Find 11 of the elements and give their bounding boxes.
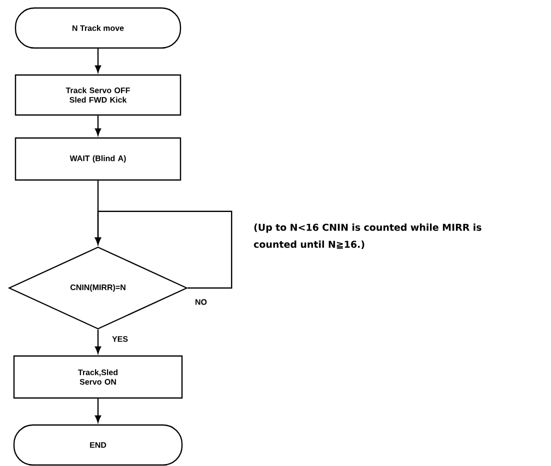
arrow [94, 398, 102, 423]
arrow [94, 48, 102, 73]
arrow [94, 330, 102, 354]
arrow [94, 210, 232, 289]
note: (Up to N<16 CNIN is counted while MIRR is counted until N≧16.) [254, 224, 482, 249]
process-box: Track,Sled Servo ON [13, 355, 183, 399]
edge-label: NO [194, 298, 208, 306]
process-box: WAIT (Blind A) [14, 137, 182, 181]
edge-label: YES [111, 335, 129, 343]
arrow [94, 116, 102, 136]
process-box: Track Servo OFF Sled FWD Kick [14, 74, 182, 116]
